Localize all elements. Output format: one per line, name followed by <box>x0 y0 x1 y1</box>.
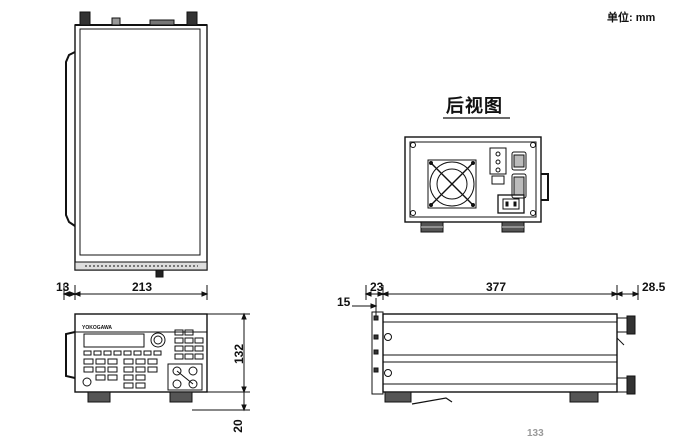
front-foot-right <box>169 391 193 403</box>
top-view-rear-foot-right <box>186 11 198 26</box>
rear-view-body <box>404 136 542 223</box>
rear-view-title: 后视图 <box>446 96 503 116</box>
top-view-rear-connector <box>149 19 175 26</box>
front-view: YOKOGAWA <box>62 285 250 412</box>
top-view <box>65 11 208 278</box>
side-rear-handle-bottom <box>616 377 628 393</box>
top-view-inner-panel <box>79 28 201 256</box>
front-power-button <box>82 377 92 387</box>
dim-front-left-margin: 13 <box>56 280 70 294</box>
top-view-rear-foot-left <box>79 11 91 26</box>
unit-label: 单位: mm <box>607 12 656 24</box>
dim-foot-height: 20 <box>231 419 245 433</box>
front-panel <box>74 313 208 393</box>
rear-fan-grille <box>427 159 477 209</box>
rear-terminal-block <box>489 147 507 175</box>
top-view-body <box>74 24 208 271</box>
rear-db-connector-bottom <box>511 173 527 199</box>
rear-power-inlet <box>497 194 525 214</box>
side-rear-handle-top <box>616 317 628 333</box>
dim-side-depth: 377 <box>486 280 507 294</box>
dim-side-rear-protrusion: 28.5 <box>642 280 666 294</box>
front-output-terminals <box>167 363 203 391</box>
dim-front-width: 213 <box>132 280 153 294</box>
side-foot-rear <box>569 391 599 403</box>
top-view-knob <box>155 269 164 278</box>
front-knob <box>150 332 166 348</box>
front-foot-left <box>87 391 111 403</box>
rear-db-connector-top <box>511 151 527 171</box>
dim-side-panel-offset: 15 <box>337 295 351 309</box>
side-tilt-stand <box>411 397 453 405</box>
rear-view <box>404 117 549 233</box>
front-brand-text: YOKOGAWA <box>82 325 112 331</box>
side-body <box>382 313 618 393</box>
side-view <box>352 285 640 405</box>
side-foot-front <box>384 391 412 403</box>
dim-bottom-partial: 133 <box>527 428 544 439</box>
dim-side-front-offset: 23 <box>370 280 384 294</box>
top-view-handle <box>65 51 76 227</box>
front-handle <box>65 331 76 379</box>
side-front-panel-edge <box>371 311 384 395</box>
rear-handle <box>541 173 549 201</box>
front-display <box>83 333 145 348</box>
dim-front-height: 132 <box>232 343 246 365</box>
